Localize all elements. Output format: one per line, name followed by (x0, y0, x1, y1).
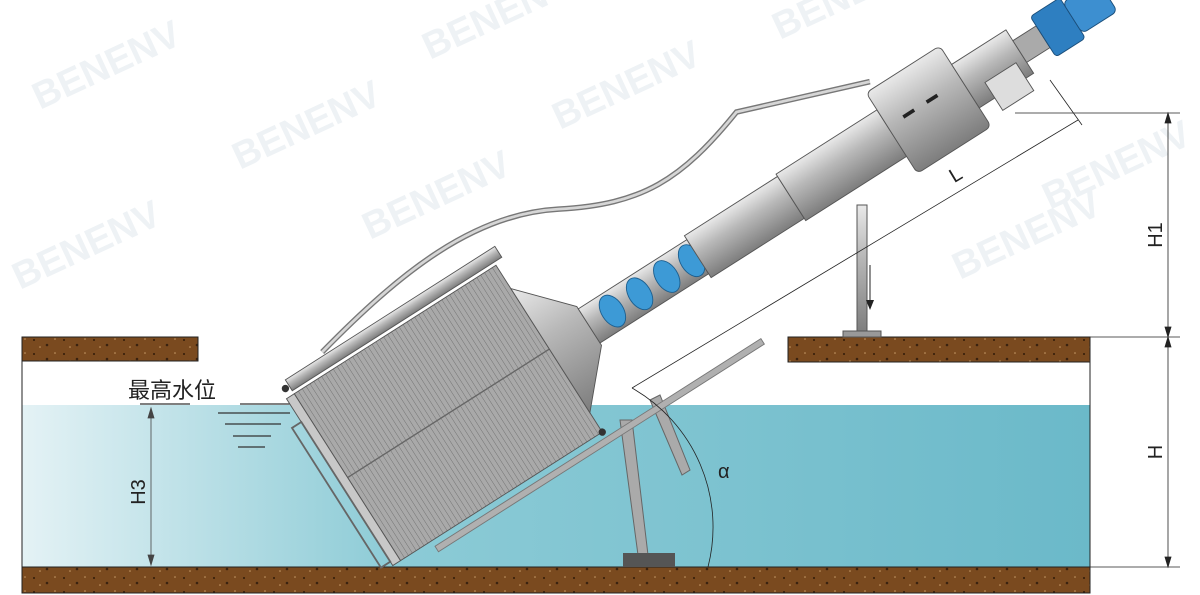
l-dimension (631, 79, 1180, 389)
transport-tube (683, 175, 805, 279)
watermark: BENENV (26, 13, 188, 118)
h-label: H (1145, 445, 1167, 459)
watermark: BENENV (546, 33, 708, 138)
h1-label: H1 (1145, 222, 1167, 248)
h3-dimension (147, 406, 155, 567)
cone (509, 287, 602, 414)
angle-arc (631, 387, 714, 568)
drum-cover-rail (284, 245, 503, 392)
channel-floor (21, 566, 1091, 594)
support-leg (842, 204, 882, 338)
watermark: BENENV (6, 193, 168, 298)
max-water-level-label: 最高水位 (128, 378, 216, 403)
water-level-symbol (140, 403, 305, 448)
watermark: BENENV (416, 0, 578, 68)
height-dimensions (1090, 111, 1180, 569)
alpha-label: α (718, 461, 730, 483)
screen-machine (281, 0, 1116, 569)
right-slab (787, 336, 1091, 363)
bottom-support (619, 394, 691, 567)
motor (1064, 0, 1116, 32)
watermark: BENENV (766, 0, 928, 48)
left-slab (21, 336, 199, 362)
watermark: BENENV (946, 183, 1108, 288)
watermark: BENENV (356, 143, 518, 248)
l-label: L (945, 163, 966, 188)
h3-label: H3 (128, 479, 150, 505)
screw-flights (598, 244, 706, 328)
watermark: BENENV (226, 73, 388, 178)
